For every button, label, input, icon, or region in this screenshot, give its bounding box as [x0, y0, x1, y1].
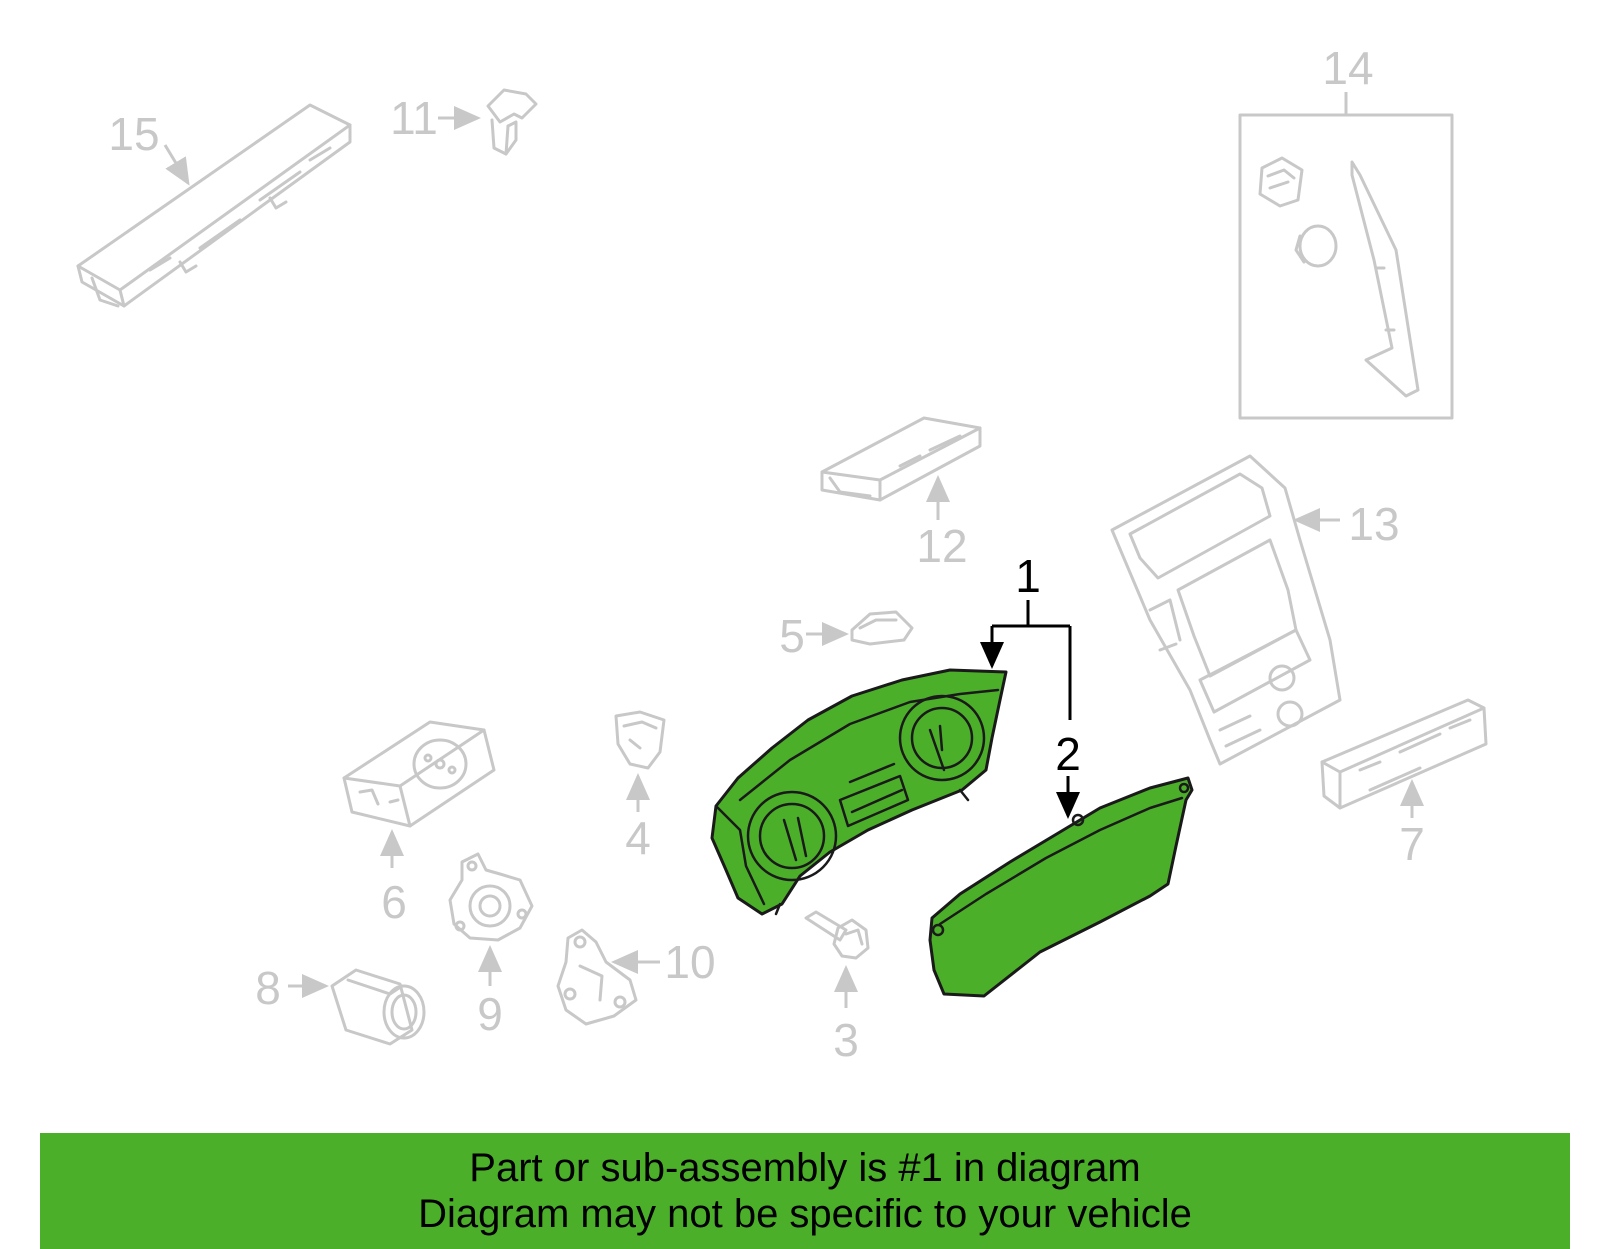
callout-9: 9 — [477, 988, 503, 1040]
leader-15 — [163, 144, 190, 186]
callout-1[interactable]: 1 — [1015, 550, 1041, 602]
part-14-kit-box — [1238, 92, 1454, 420]
part-4-clip — [614, 710, 666, 770]
part-2-lens[interactable] — [928, 776, 1194, 998]
banner-line-1: Part or sub-assembly is #1 in diagram — [469, 1146, 1141, 1190]
part-7-switch-module — [1320, 698, 1488, 810]
banner-line-2: Diagram may not be specific to your vehi… — [418, 1192, 1192, 1236]
callout-2[interactable]: 2 — [1055, 728, 1081, 780]
part-3-bolt — [804, 910, 870, 960]
info-banner: Part or sub-assembly is #1 in diagram Di… — [40, 1133, 1570, 1249]
leader-1 — [980, 600, 1072, 720]
callout-7: 7 — [1399, 818, 1425, 870]
callout-6: 6 — [381, 876, 407, 928]
part-10-bracket — [556, 928, 638, 1026]
part-1-instrument-cluster[interactable] — [710, 668, 1008, 916]
callout-8: 8 — [255, 962, 281, 1014]
part-6-headlamp-switch — [342, 720, 496, 828]
callout-3: 3 — [833, 1014, 859, 1066]
part-12-module — [820, 416, 982, 502]
callout-5: 5 — [779, 610, 805, 662]
part-9-ring-bracket — [448, 852, 534, 942]
part-8-round-switch — [330, 968, 426, 1046]
callout-14: 14 — [1322, 42, 1373, 94]
part-11-clip — [486, 88, 538, 156]
parts-diagram: 1 2 3 4 5 6 7 8 9 10 11 12 13 14 15 — [76, 42, 1488, 1066]
callout-4: 4 — [625, 812, 651, 864]
callout-10: 10 — [664, 936, 715, 988]
part-13-center-bezel — [1110, 454, 1342, 766]
callout-15: 15 — [108, 108, 159, 160]
callout-12: 12 — [916, 520, 967, 572]
callout-11: 11 — [390, 92, 438, 144]
part-15-switch-panel — [76, 103, 352, 308]
callout-13: 13 — [1348, 498, 1399, 550]
part-5-bracket — [850, 610, 914, 646]
